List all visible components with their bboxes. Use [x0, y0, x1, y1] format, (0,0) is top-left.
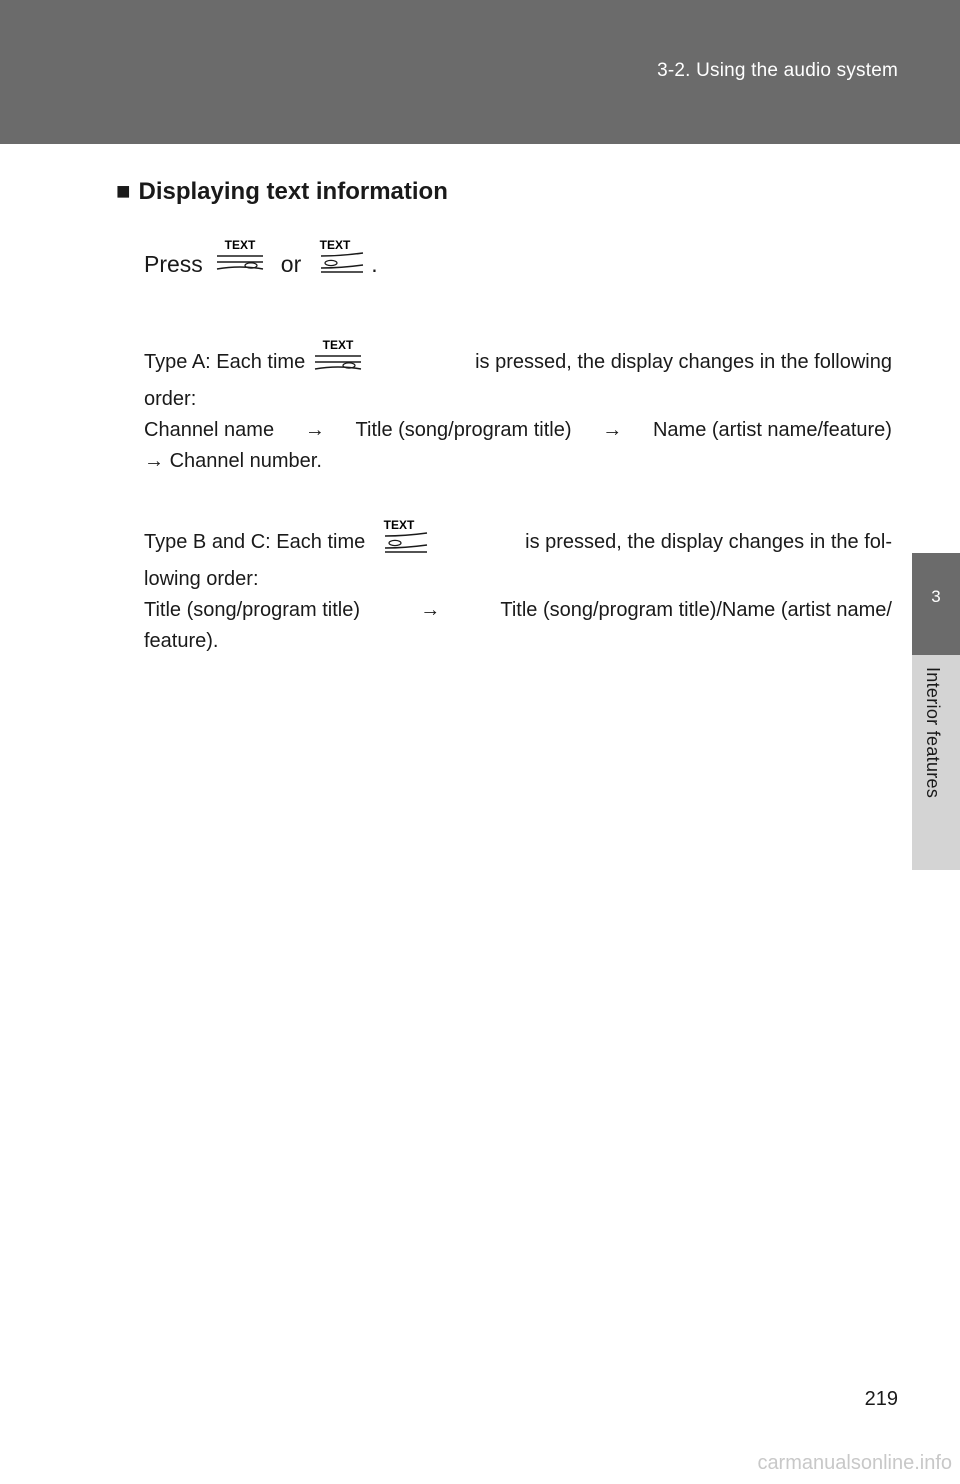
end-punct: . — [371, 251, 378, 277]
page-number: 219 — [864, 1388, 898, 1410]
text-button-icon-bc: TEXT — [379, 518, 433, 558]
type-a-seq-2: Title (song/program title) — [355, 419, 572, 441]
chapter-tab: 3 — [912, 553, 960, 655]
type-bc-seq-3: feature). — [144, 630, 219, 652]
type-bc-line-1: Type B and C: Each time TEXT is pressed,… — [144, 518, 892, 558]
press-label: Press — [144, 251, 203, 277]
heading-text: Displaying text information — [138, 178, 448, 205]
type-a-seq-3: Name (artist name/feature) — [652, 419, 892, 441]
arrow-icon: → — [144, 450, 164, 472]
button-label: TEXT — [384, 518, 415, 532]
type-a-seq-end: → Channel number. — [144, 446, 892, 477]
chapter-label: Interior features — [923, 667, 943, 799]
type-bc-intro-end: is pressed, the display changes in the f… — [525, 531, 892, 553]
type-a-paragraph: Type A: Each time TEXT is pressed, the d… — [144, 338, 892, 477]
button-label: TEXT — [224, 238, 255, 252]
type-a-sequence: Channel name → Title (song/program title… — [144, 415, 892, 446]
watermark: carmanualsonline.info — [757, 1452, 952, 1474]
type-bc-intro-start: Type B and C: Each time — [144, 531, 366, 553]
arrow-icon: → — [602, 419, 623, 441]
type-a-line-2: order: — [144, 388, 197, 410]
type-a-line-1: Type A: Each time TEXT is pressed, the d… — [144, 338, 892, 378]
type-a-seq-4: Channel number. — [169, 450, 322, 472]
chapter-number: 3 — [931, 587, 941, 606]
type-bc-seq-2: Title (song/program title)/Name (artist … — [500, 599, 892, 621]
chapter-label-tab: Interior features — [912, 655, 960, 870]
text-button-icon-bc: TEXT — [315, 238, 369, 278]
type-bc-seq-1: Title (song/program title) — [144, 599, 360, 621]
type-bc-sequence: Title (song/program title) → Title (song… — [144, 595, 892, 626]
or-label: or — [280, 251, 302, 277]
type-a-intro-end: is pressed, the display changes in the f… — [475, 351, 892, 373]
text-button-icon-a: TEXT — [213, 238, 267, 278]
header-bar: 3-2. Using the audio system — [0, 0, 960, 144]
arrow-icon: → — [420, 599, 441, 621]
arrow-icon: → — [304, 419, 325, 441]
text-button-icon-a: TEXT — [311, 338, 365, 378]
type-bc-paragraph: Type B and C: Each time TEXT is pressed,… — [144, 518, 892, 657]
heading-marker: ■ — [116, 178, 131, 205]
type-bc-line-2: lowing order: — [144, 568, 259, 590]
button-label: TEXT — [320, 238, 351, 252]
button-label: TEXT — [323, 338, 354, 352]
type-a-seq-1: Channel name — [144, 419, 275, 441]
type-a-intro-start: Type A: Each time — [144, 351, 306, 373]
section-title: 3-2. Using the audio system — [657, 60, 898, 81]
press-line: Press TEXT or TEXT . — [144, 238, 378, 278]
section-heading: ■ Displaying text information — [116, 178, 448, 206]
